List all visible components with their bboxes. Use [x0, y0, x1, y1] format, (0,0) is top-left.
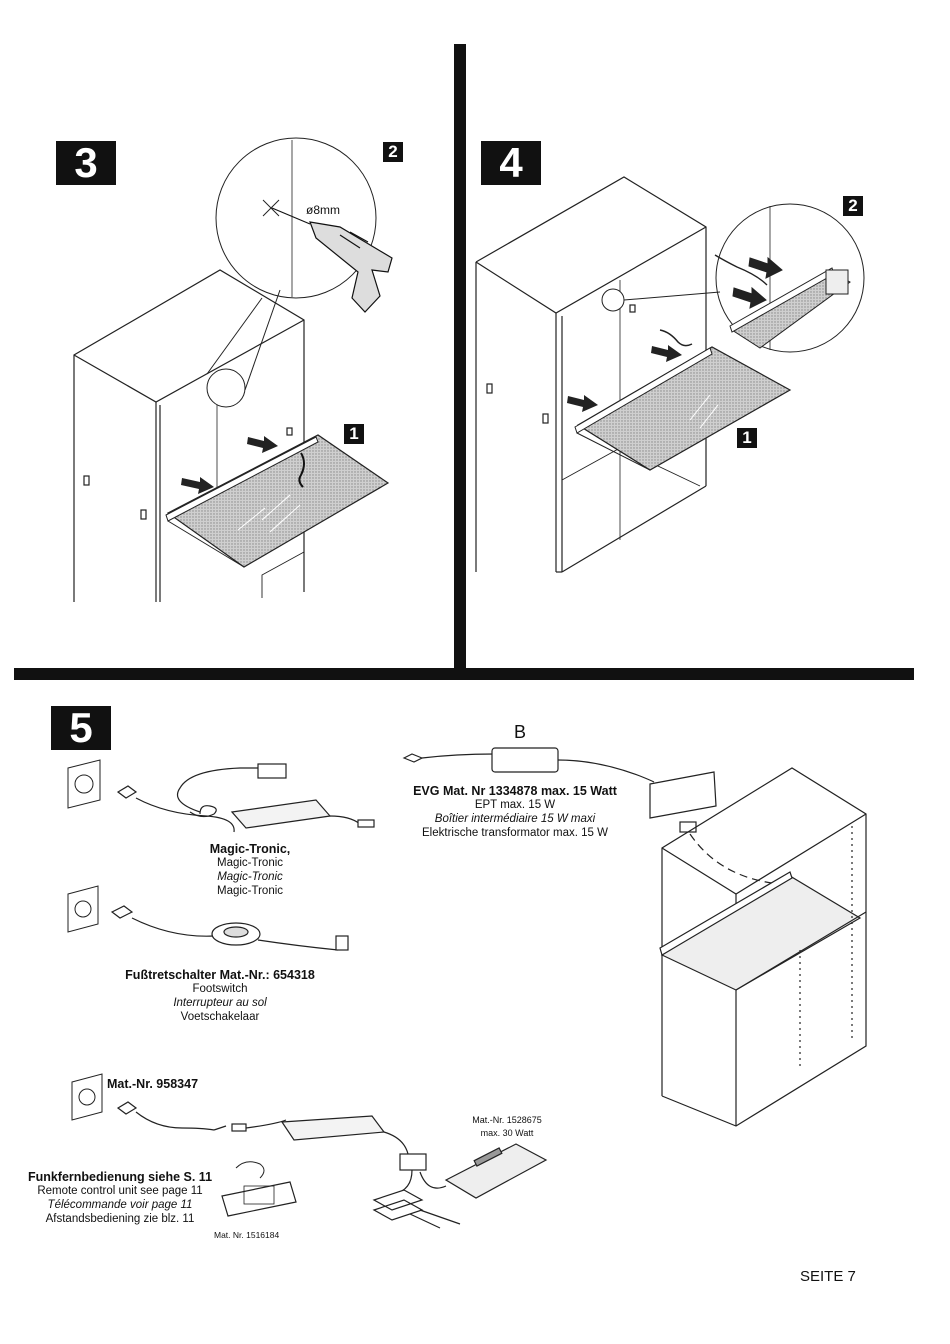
evg-caption: EVG Mat. Nr 1334878 max. 15 Watt EPT max…: [390, 784, 640, 840]
remote-set-mat-nr: Mat.-Nr. 958347: [107, 1077, 199, 1091]
step-4-sub-2-badge: 2: [843, 196, 863, 216]
magic-tronic-fr: Magic-Tronic: [217, 871, 283, 883]
remote-caption: Funkfernbedienung siehe S. 11 Remote con…: [20, 1170, 220, 1226]
step3-cabinet: [73, 269, 305, 602]
step3-arrows: [181, 436, 278, 494]
step-4-badge: 4: [481, 141, 541, 185]
step4-cabinet: [475, 176, 707, 573]
step-3-sub-2-badge: 2: [383, 142, 403, 162]
option-b-label: B: [514, 722, 527, 742]
magic-tronic-transformer: [116, 763, 375, 833]
page-number: SEITE 7: [800, 1268, 856, 1285]
magic-tronic-title: Magic-Tronic,: [209, 842, 291, 856]
horizontal-divider: [14, 668, 914, 680]
step4-detail-circle: [601, 203, 865, 353]
footswitch-nl: Voetschakelaar: [180, 1011, 260, 1023]
remote-control-set: [116, 1101, 548, 1229]
evg-en: EPT max. 15 W: [474, 799, 556, 811]
footswitch-en: Footswitch: [192, 983, 248, 995]
step5-cabinet: [659, 767, 867, 1127]
vertical-divider: [454, 44, 466, 676]
footswitch-fr: Interrupteur au sol: [173, 997, 267, 1009]
outlet-icon-3: [71, 1073, 103, 1121]
step-5-badge: 5: [51, 706, 111, 750]
outlet-icon-2: [67, 885, 99, 933]
remote-nl: Afstandsbediening zie blz. 11: [45, 1213, 195, 1225]
step4-shelf: [574, 346, 792, 471]
magic-tronic-nl: Magic-Tronic: [216, 885, 284, 897]
step3-detail-circle: [206, 137, 377, 408]
evg-title: EVG Mat. Nr 1334878 max. 15 Watt: [413, 784, 617, 798]
footswitch-title: Fußtretschalter Mat.-Nr.: 654318: [125, 968, 315, 982]
receiver-watt: max. 30 Watt: [480, 1128, 534, 1138]
drill-size-label: ø8mm: [306, 203, 340, 217]
step-3-sub-1-badge: 1: [344, 424, 364, 444]
drill-icon: [271, 207, 393, 313]
step3-shelf: [165, 434, 390, 568]
evg-fr: Boîtier intermédiaire 15 W maxi: [434, 813, 596, 825]
magic-tronic-en: Magic-Tronic: [216, 857, 284, 869]
evg-transformer: [402, 747, 781, 885]
footswitch-caption: Fußtretschalter Mat.-Nr.: 654318 Footswi…: [90, 968, 350, 1024]
step-4-sub-1-badge: 1: [737, 428, 757, 448]
remote-mat-nr: Mat. Nr. 1516184: [214, 1230, 280, 1240]
step4-arrows: [567, 329, 693, 412]
remote-en: Remote control unit see page 11: [37, 1185, 203, 1197]
evg-nl: Elektrische transformator max. 15 W: [422, 827, 608, 839]
remote-fr: Télécommande voir page 11: [47, 1199, 193, 1211]
receiver-caption: Mat.-Nr. 1528675 max. 30 Watt: [452, 1114, 562, 1140]
outlet-icon-1: [67, 759, 101, 809]
step-3-badge: 3: [56, 141, 116, 185]
footswitch-device: [110, 905, 349, 951]
receiver-mat-nr: Mat.-Nr. 1528675: [472, 1115, 542, 1125]
magic-tronic-caption: Magic-Tronic, Magic-Tronic Magic-Tronic …: [160, 842, 340, 898]
remote-title: Funkfernbedienung siehe S. 11: [27, 1170, 213, 1184]
